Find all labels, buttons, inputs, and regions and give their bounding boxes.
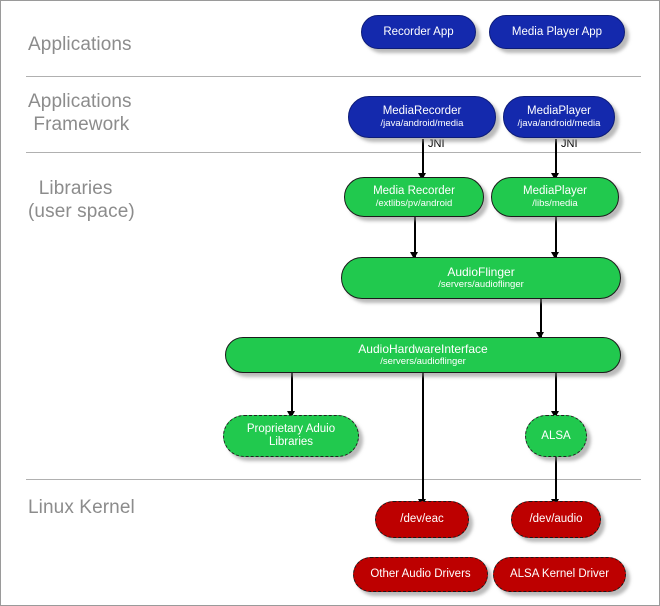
arrowhead-audioflinger-to-ahi xyxy=(536,332,544,339)
node-dev-eac[interactable]: /dev/eac xyxy=(375,501,469,538)
layer-label-linux-kernel: Linux Kernel xyxy=(28,497,135,518)
connector-ahi-to-proprietary xyxy=(291,373,293,415)
divider-applications xyxy=(26,76,641,77)
connector-ahi-to-alsa xyxy=(555,373,557,415)
node-mediaplayer-library-subtitle: /libs/media xyxy=(532,198,578,209)
node-audioflinger-subtitle: /servers/audioflinger xyxy=(438,279,524,290)
node-audioflinger[interactable]: AudioFlinger /servers/audioflinger xyxy=(341,257,621,299)
layer-label-applications: Applications xyxy=(28,34,132,55)
node-other-audio-drivers-title: Other Audio Drivers xyxy=(370,568,471,580)
node-alsa[interactable]: ALSA xyxy=(525,415,587,457)
node-other-audio-drivers[interactable]: Other Audio Drivers xyxy=(353,557,488,592)
connector-mediaplayerlib-to-audioflinger xyxy=(555,217,557,257)
node-proprietary-audio-libraries-subtitle: Libraries xyxy=(268,436,314,448)
node-mediarecorder-framework-subtitle: /java/android/media xyxy=(380,118,464,129)
connector-audioflinger-to-ahi xyxy=(540,299,542,337)
node-dev-audio[interactable]: /dev/audio xyxy=(511,501,601,538)
node-media-player-app[interactable]: Media Player App xyxy=(489,15,625,49)
connector-mediarecorder-to-lib xyxy=(422,139,424,177)
node-mediaplayer-library[interactable]: MediaPlayer /libs/media xyxy=(491,177,619,217)
connector-ahi-to-dev-eac xyxy=(422,373,424,503)
node-recorder-app[interactable]: Recorder App xyxy=(361,15,476,49)
edge-label-jni-player: JNI xyxy=(561,138,578,150)
node-audioflinger-title: AudioFlinger xyxy=(447,265,515,279)
node-dev-eac-title: /dev/eac xyxy=(400,513,444,525)
node-media-player-app-title: Media Player App xyxy=(511,25,603,38)
node-media-recorder-library[interactable]: Media Recorder /extlibs/pv/android xyxy=(344,177,484,217)
node-media-recorder-library-subtitle: /extlibs/pv/android xyxy=(375,198,453,209)
connector-mediarecorderlib-to-audioflinger xyxy=(414,217,416,257)
node-mediarecorder-framework[interactable]: MediaRecorder /java/android/media xyxy=(348,96,496,138)
divider-applications-framework xyxy=(26,152,641,153)
arrowhead-mediarecorderlib-to-audioflinger xyxy=(410,252,418,259)
edge-label-jni-recorder: JNI xyxy=(428,138,445,150)
node-audiohardwareinterface-title: AudioHardwareInterface xyxy=(358,342,488,356)
node-proprietary-audio-libraries[interactable]: Proprietary Aduio Libraries xyxy=(223,415,359,457)
node-alsa-kernel-driver-title: ALSA Kernel Driver xyxy=(509,568,610,580)
node-media-recorder-library-title: Media Recorder xyxy=(373,185,455,197)
node-mediarecorder-framework-title: MediaRecorder xyxy=(382,105,462,117)
connector-alsa-to-dev-audio xyxy=(555,457,557,503)
layer-label-libraries: Libraries (user space) xyxy=(28,178,135,222)
node-dev-audio-title: /dev/audio xyxy=(529,513,583,525)
divider-linux-kernel xyxy=(26,479,641,480)
arrowhead-mediaplayerlib-to-audioflinger xyxy=(551,252,559,259)
node-recorder-app-title: Recorder App xyxy=(383,25,454,38)
node-mediaplayer-framework-title: MediaPlayer xyxy=(527,105,591,117)
node-mediaplayer-framework[interactable]: MediaPlayer /java/android/media xyxy=(503,96,615,138)
node-proprietary-audio-libraries-title: Proprietary Aduio xyxy=(246,423,336,435)
node-audiohardwareinterface-subtitle: /servers/audioflinger xyxy=(380,356,466,367)
connector-mediaplayer-to-lib xyxy=(555,139,557,177)
layer-label-applications-framework: Applications Framework xyxy=(28,91,132,135)
node-mediaplayer-framework-subtitle: /java/android/media xyxy=(517,118,601,129)
node-audiohardwareinterface[interactable]: AudioHardwareInterface /servers/audiofli… xyxy=(225,337,621,373)
node-alsa-title: ALSA xyxy=(541,429,571,442)
node-alsa-kernel-driver[interactable]: ALSA Kernel Driver xyxy=(493,557,626,592)
node-mediaplayer-library-title: MediaPlayer xyxy=(523,185,587,197)
